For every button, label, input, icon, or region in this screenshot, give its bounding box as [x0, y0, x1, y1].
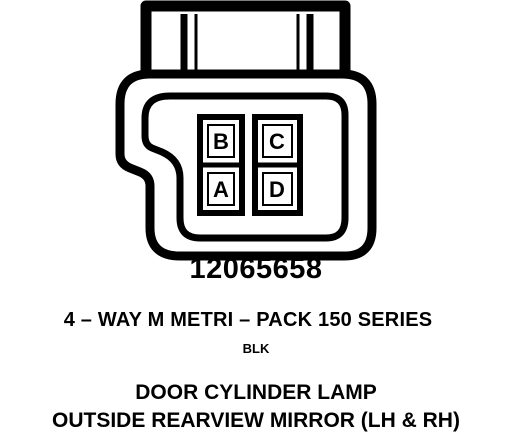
pin-column-right: [252, 114, 303, 216]
function-line-2: OUTSIDE REARVIEW MIRROR (LH & RH): [52, 409, 460, 432]
pin-column-left: [197, 114, 245, 216]
connector-color: BLK: [242, 341, 270, 356]
part-number: 12065658: [189, 253, 323, 285]
connector-series: 4 – WAY M METRI – PACK 150 SERIES: [63, 309, 433, 331]
function-line-1: DOOR CYLINDER LAMP: [135, 381, 377, 404]
pin-label-d: D: [269, 177, 285, 202]
pin-label-c: C: [269, 129, 285, 154]
pin-label-b: B: [213, 129, 229, 154]
pin-label-a: A: [213, 177, 229, 202]
